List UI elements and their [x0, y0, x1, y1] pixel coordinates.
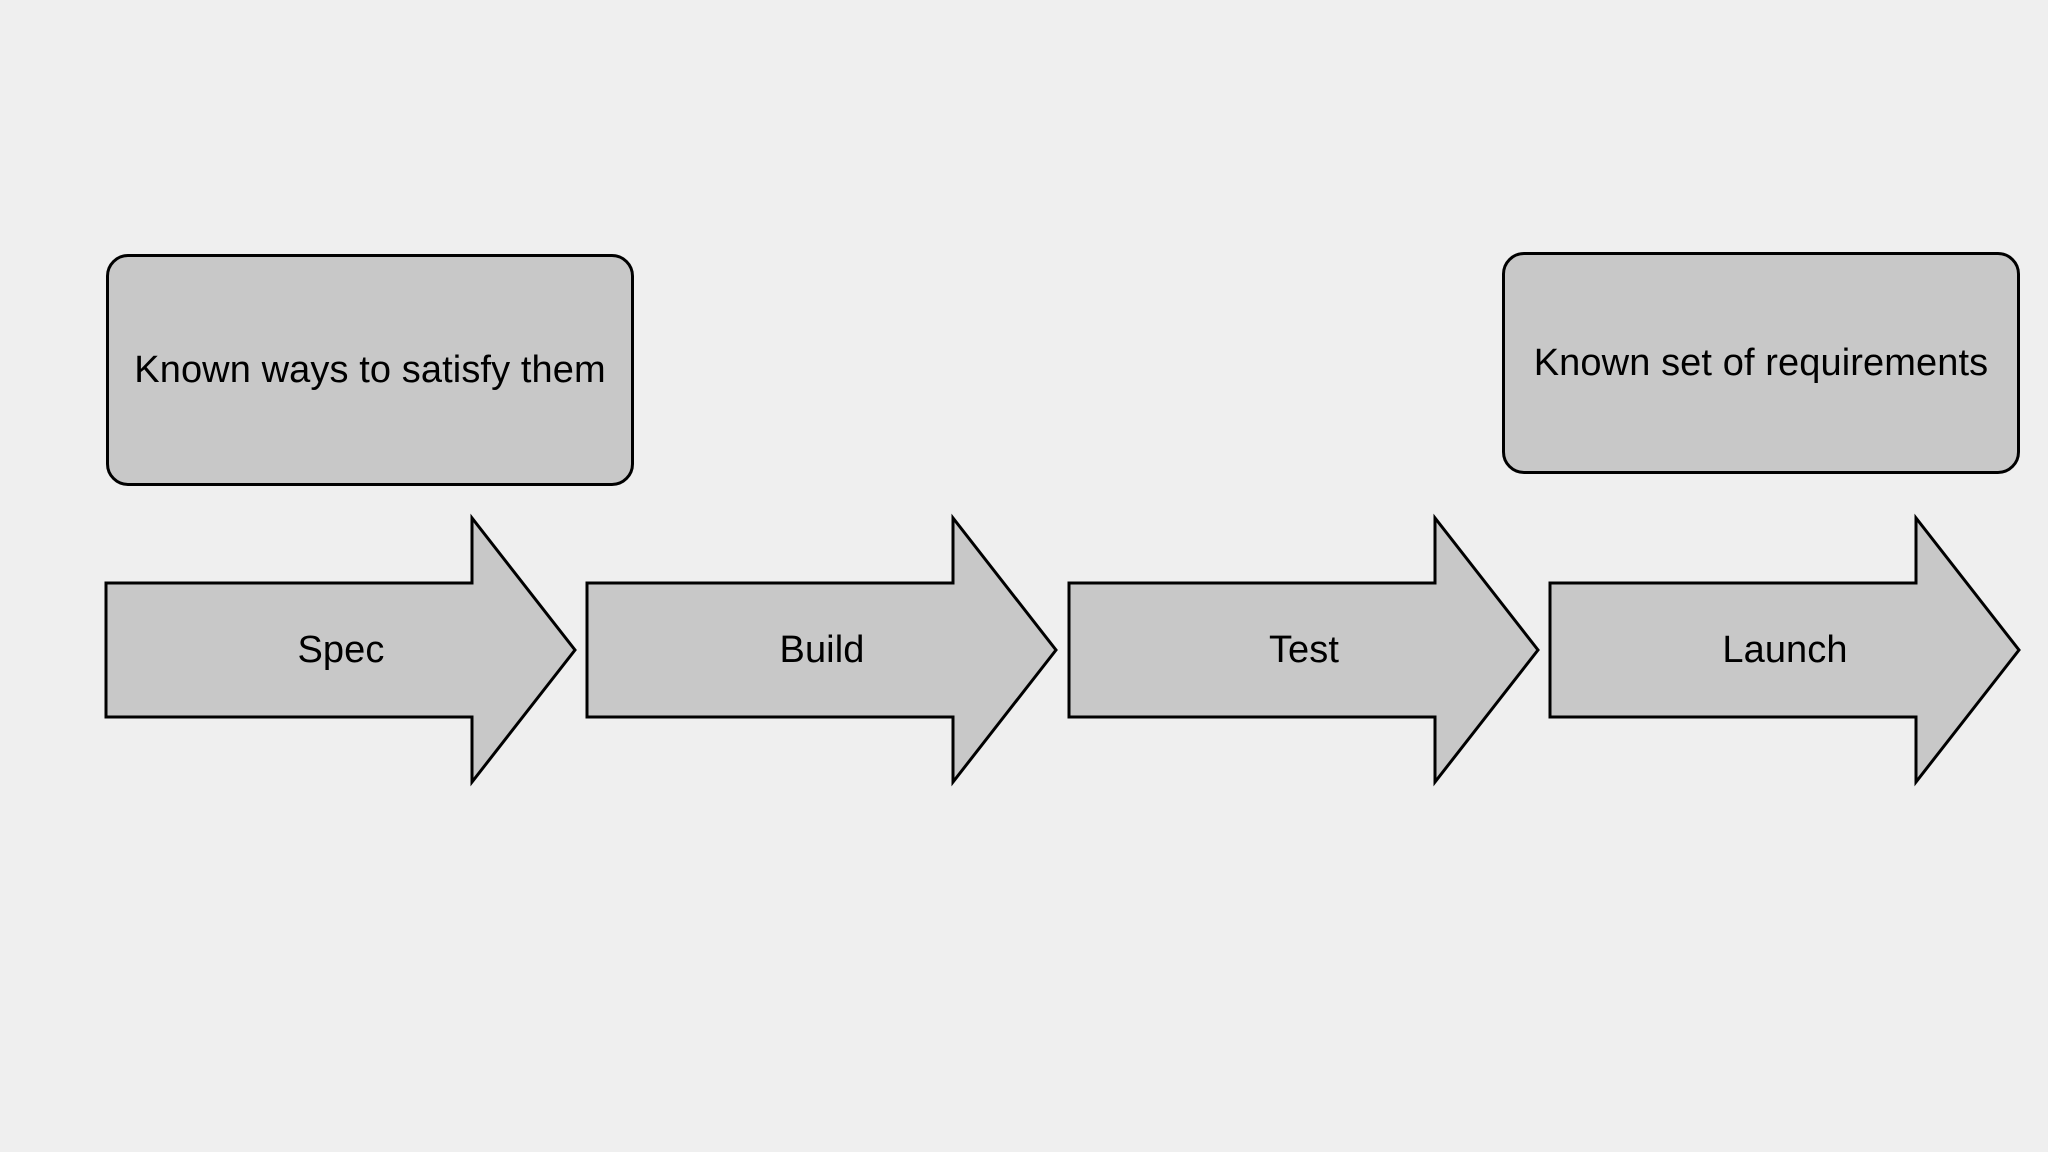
chevron-arrow-icon — [585, 513, 1058, 787]
note-box-known-ways-label: Known ways to satisfy them — [134, 348, 606, 391]
chevron-arrow-icon — [1067, 513, 1540, 787]
note-box-known-requirements[interactable]: Known set of requirements — [1502, 252, 2020, 474]
chevron-arrow-icon — [1548, 513, 2021, 787]
process-arrow-build[interactable]: Build — [585, 513, 1059, 787]
process-arrow-spec[interactable]: Spec — [104, 513, 578, 787]
process-arrow-launch[interactable]: Launch — [1548, 513, 2022, 787]
note-box-known-requirements-label: Known set of requirements — [1533, 341, 1989, 384]
process-arrow-test[interactable]: Test — [1067, 513, 1541, 787]
note-box-known-ways[interactable]: Known ways to satisfy them — [106, 254, 634, 486]
chevron-arrow-icon — [104, 513, 577, 787]
